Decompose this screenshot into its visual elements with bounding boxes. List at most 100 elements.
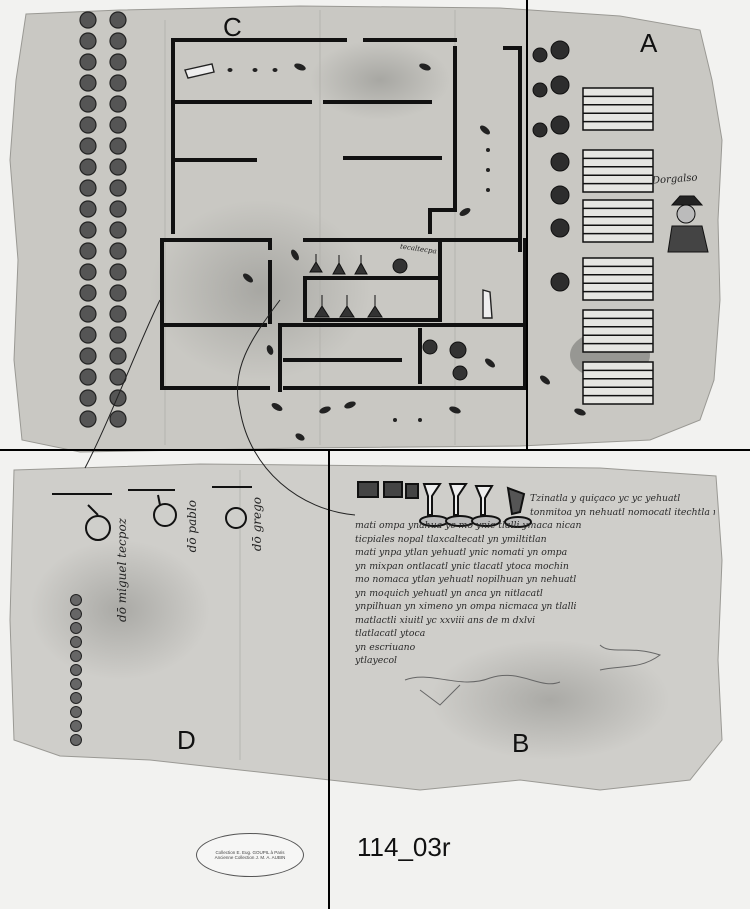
count-glyph (70, 664, 82, 676)
count-glyph (109, 95, 127, 113)
count-glyph (109, 11, 127, 29)
count-glyph (70, 650, 82, 662)
tally-box (582, 87, 654, 131)
head-glyph (550, 152, 570, 172)
text-line: ticpiales nopal tlaxcaltecatl yn ymiltit… (355, 533, 547, 545)
count-glyph (79, 200, 97, 218)
head-glyph (532, 47, 548, 63)
quadrant-label-b: B (512, 728, 530, 758)
count-glyph (79, 53, 97, 71)
quadrant-label-c: C (223, 12, 242, 42)
head-glyph (550, 40, 570, 60)
count-glyph (79, 221, 97, 239)
count-glyph (79, 326, 97, 344)
count-glyph (109, 326, 127, 344)
staff-figures (52, 486, 252, 541)
stain (150, 200, 370, 380)
quadrant-label-d: D (177, 725, 196, 755)
signature-flourishes (404, 644, 662, 706)
quadrant-a-tally-boxes (582, 87, 654, 405)
text-line: ytlayecol (355, 655, 398, 666)
count-glyph (109, 242, 127, 260)
text-line: tonmitoa yn nehuatl nomocatl itechtla ni… (530, 506, 715, 518)
property-map (160, 38, 527, 392)
count-glyph (70, 622, 82, 634)
count-glyph (79, 410, 97, 428)
text-line: mati ompa ynahua yc mo ynic tlalli ymaca… (355, 520, 582, 531)
count-glyph (109, 347, 127, 365)
count-glyph (79, 116, 97, 134)
count-glyph (109, 410, 127, 428)
count-glyph (109, 116, 127, 134)
head-glyph (550, 185, 570, 205)
count-glyph (79, 95, 97, 113)
head-glyph (532, 122, 548, 138)
count-glyph (79, 137, 97, 155)
text-line: yn moquich yehuatl yn anca yn nitlacatl (355, 587, 543, 599)
count-glyph (79, 305, 97, 323)
stamp-line: Collection E. Eug. GOUPIL à Paris (215, 850, 285, 855)
gloss-quadrant-d-name-2: dō pablo (185, 500, 199, 553)
text-line: yn mixpan ontlacatl ynic tlacatl ytoca m… (355, 560, 569, 572)
count-glyph-column-d (70, 594, 82, 746)
count-glyph-columns (79, 11, 127, 428)
folio-identifier: 114_03r (357, 832, 451, 862)
text-line: matlactli xiuitl yc xxviii ans de m dxlv… (355, 614, 536, 626)
nahuatl-text-block: Tzinatla y quiçaco yc yc yehuatl tonmito… (355, 492, 715, 668)
head-glyph (532, 82, 548, 98)
stamp-line: Ancienne Collection J. M. A. AUBIN (214, 855, 286, 860)
text-line: ynpilhuan yn ximeno yn ompa nicmaca yn t… (355, 601, 577, 612)
count-glyph (109, 263, 127, 281)
tally-box (582, 309, 654, 353)
count-glyph (109, 137, 127, 155)
count-glyph (70, 608, 82, 620)
text-line: tlatlacatl ytoca (355, 628, 426, 639)
hand-glyphs (184, 63, 493, 319)
text-line: mati ynpa ytlan yehuatl ynic nomati yn o… (355, 547, 568, 558)
head-glyph (550, 75, 570, 95)
count-glyph (70, 692, 82, 704)
gloss-quadrant-d-name-1: dō miguel tecpoz (115, 518, 129, 622)
count-glyph (79, 242, 97, 260)
count-glyph (70, 734, 82, 746)
count-glyph (109, 284, 127, 302)
seated-figure (667, 195, 709, 253)
count-glyph (79, 284, 97, 302)
count-glyph (70, 678, 82, 690)
count-glyph (79, 179, 97, 197)
count-glyph (109, 74, 127, 92)
text-line: yn escriuano (355, 641, 416, 653)
quadrant-b-glyph-row (357, 481, 532, 528)
text-line: mo nomaca ytlan yehuatl nopilhuan yn neh… (355, 574, 577, 585)
count-glyph (79, 389, 97, 407)
count-glyph (109, 305, 127, 323)
quadrant-label-a: A (640, 28, 658, 58)
count-glyph (109, 389, 127, 407)
text-line: Tzinatla y quiçaco yc yc yehuatl (530, 493, 681, 504)
count-glyph (79, 263, 97, 281)
count-glyph (79, 32, 97, 50)
gloss-quadrant-d-name-3: dō grego (250, 497, 264, 552)
head-glyph (550, 272, 570, 292)
count-glyph (70, 706, 82, 718)
count-glyph (79, 158, 97, 176)
count-glyph (79, 347, 97, 365)
tally-box (582, 361, 654, 405)
head-glyph (550, 115, 570, 135)
head-glyphs-map (392, 258, 468, 381)
count-glyph (109, 179, 127, 197)
count-glyph (70, 594, 82, 606)
stain (430, 640, 670, 760)
count-glyph (109, 221, 127, 239)
count-glyph (109, 53, 127, 71)
count-glyph (109, 32, 127, 50)
collection-stamp: Collection E. Eug. GOUPIL à Paris Ancien… (196, 833, 304, 877)
count-glyph (109, 200, 127, 218)
count-glyph (70, 636, 82, 648)
vessel-glyphs (309, 254, 383, 318)
tally-box (582, 257, 654, 301)
head-glyph (550, 218, 570, 238)
tally-box (582, 199, 654, 243)
